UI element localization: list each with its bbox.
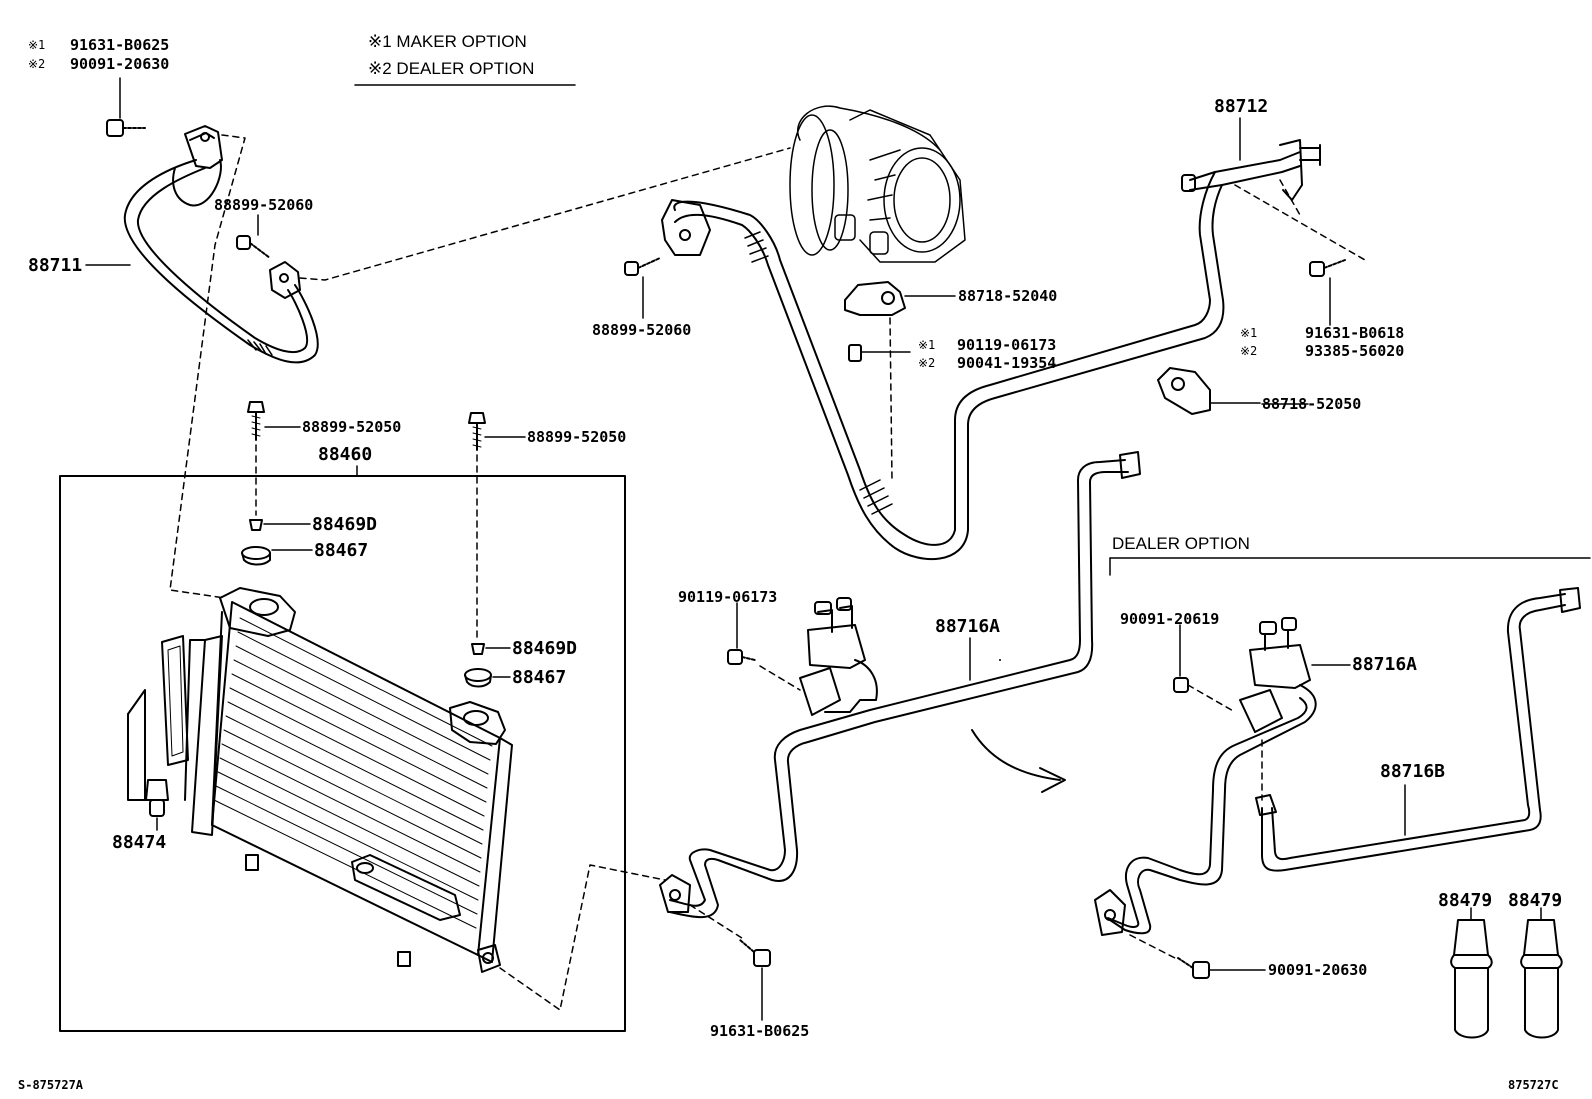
dealer-option-pipe-88716B bbox=[1094, 587, 1581, 979]
receiver-dryer-88479-a bbox=[1450, 907, 1493, 1039]
label-88899-52050-b: 88899-52050 bbox=[527, 428, 627, 446]
legend-part-2: 90091-20630 bbox=[70, 55, 170, 73]
label-88467-b: 88467 bbox=[512, 667, 567, 688]
label-88467-a: 88467 bbox=[314, 540, 369, 561]
label-90091-20619: 90091-20619 bbox=[1120, 610, 1220, 628]
label-88718-52040: 88718-52040 bbox=[958, 287, 1058, 305]
bracket-88718-52040 bbox=[844, 281, 956, 481]
pipe-88712 bbox=[1181, 117, 1366, 326]
arrow-icon bbox=[971, 729, 1061, 781]
label-88899-52060-b: 88899-52060 bbox=[592, 321, 692, 339]
mark-90119-06173: ※1 bbox=[918, 338, 936, 352]
label-91631-B0625: 91631-B0625 bbox=[710, 1022, 810, 1040]
footer-left-code: S-875727A bbox=[18, 1078, 84, 1092]
compressor bbox=[789, 105, 966, 263]
legend-mark-2: ※2 bbox=[28, 57, 46, 71]
receiver-dryer-88479-b bbox=[1520, 907, 1563, 1039]
label-88712: 88712 bbox=[1214, 96, 1269, 117]
label-90119-06173-b: 90119-06173 bbox=[678, 588, 778, 606]
mark-93385-56020: ※2 bbox=[1240, 344, 1258, 358]
label-88718-52050: 88718-52050 bbox=[1262, 395, 1362, 413]
label-93385-56020: 93385-56020 bbox=[1305, 342, 1405, 360]
label-88469D-a: 88469D bbox=[312, 514, 378, 535]
label-88469D-b: 88469D bbox=[512, 638, 578, 659]
dealer-option-heading: DEALER OPTION bbox=[1112, 534, 1250, 553]
mark-90041-19354: ※2 bbox=[918, 356, 936, 370]
label-91631-B0618: 91631-B0618 bbox=[1305, 324, 1405, 342]
label-88479-a: 88479 bbox=[1438, 890, 1493, 911]
receiver-88474 bbox=[127, 635, 189, 831]
dealer-option-bracket bbox=[1109, 557, 1591, 576]
suction-hose bbox=[624, 171, 1225, 560]
bracket-88718-52050 bbox=[1157, 367, 1261, 415]
mark-91631-B0618: ※1 bbox=[1240, 326, 1258, 340]
discharge-hose-88711 bbox=[106, 119, 319, 364]
cushion-88467-b bbox=[464, 643, 511, 688]
legend-dealer-option: ※2 DEALER OPTION bbox=[368, 59, 535, 78]
label-90091-20630: 90091-20630 bbox=[1268, 961, 1368, 979]
label-88711: 88711 bbox=[28, 255, 83, 276]
condenser-core bbox=[184, 587, 513, 973]
liquid-pipe-88716A bbox=[659, 451, 1141, 1021]
bolt-icon bbox=[106, 119, 146, 137]
bolt-88899-52050-a bbox=[247, 401, 301, 516]
label-88460: 88460 bbox=[318, 444, 373, 465]
legend-mark-1: ※1 bbox=[28, 38, 46, 52]
bolt-88899-52050-b bbox=[468, 412, 526, 641]
condenser-assembly-frame bbox=[59, 475, 626, 1032]
label-88716A-a: 88716A bbox=[935, 616, 1001, 637]
label-88899-52050-a: 88899-52050 bbox=[302, 418, 402, 436]
label-88474: 88474 bbox=[112, 832, 167, 853]
label-88716A-b: 88716A bbox=[1352, 654, 1418, 675]
label-88716B: 88716B bbox=[1380, 761, 1446, 782]
label-90041-19354: 90041-19354 bbox=[957, 354, 1057, 372]
label-90119-06173: 90119-06173 bbox=[957, 336, 1057, 354]
label-88479-b: 88479 bbox=[1508, 890, 1563, 911]
legend-maker-option: ※1 MAKER OPTION bbox=[368, 32, 527, 51]
footer-right-code: 875727C bbox=[1508, 1078, 1559, 1092]
label-88899-52060-a: 88899-52060 bbox=[214, 196, 314, 214]
legend-part-1: 91631-B0625 bbox=[70, 36, 170, 54]
cushion-88467-a bbox=[241, 519, 313, 566]
